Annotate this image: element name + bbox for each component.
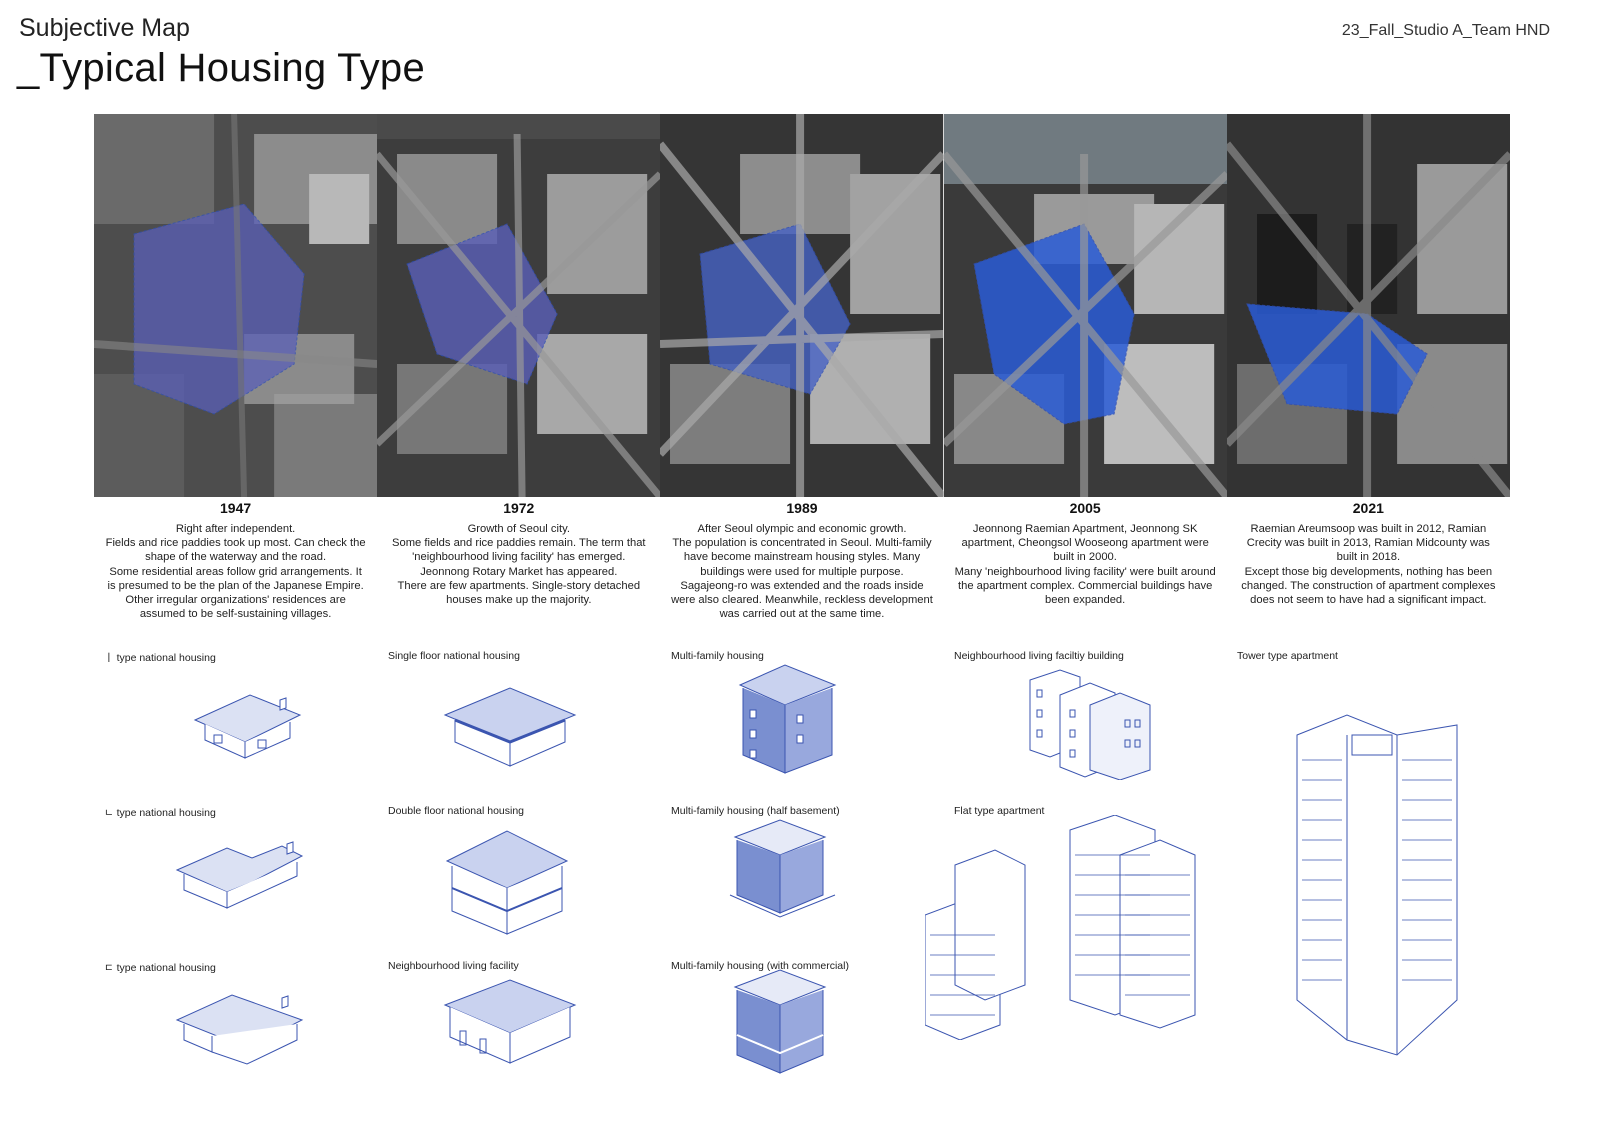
period-year: 1989 <box>786 500 818 516</box>
house-illustration-1972-a <box>440 680 580 770</box>
aerial-map-1989 <box>660 114 944 497</box>
period-2021: 2021 Raemian Areumsoop was built in 2012… <box>1227 500 1510 621</box>
aerial-map-2005 <box>943 114 1227 497</box>
housing-type-label: Multi-family housing <box>671 650 764 662</box>
period-description: Right after independent. Fields and rice… <box>105 523 366 621</box>
aerial-map-2021 <box>1226 114 1510 497</box>
house-illustration-1972-b <box>437 826 577 936</box>
housing-type-label: Neighbourhood living faciltiy building <box>954 650 1124 662</box>
housing-type-label: Neighbourhood living facility <box>388 960 519 972</box>
house-illustration-1972-c <box>440 975 580 1065</box>
housing-type-label: Multi-family housing (half basement) <box>671 805 840 817</box>
page-subtitle: Subjective Map <box>19 14 190 42</box>
team-label: 23_Fall_Studio A_Team HND <box>1341 22 1550 39</box>
housing-type-label: Flat type apartment <box>954 805 1045 817</box>
aerial-map-1947 <box>94 114 378 497</box>
period-2005: 2005 Jeonnong Raemian Apartment, Jeonnon… <box>944 500 1227 621</box>
aerial-map-1972 <box>377 114 661 497</box>
house-illustration-1989-c <box>725 965 840 1075</box>
housing-type-label: Single floor national housing <box>388 650 520 662</box>
period-1989: 1989 After Seoul olympic and economic gr… <box>660 500 943 621</box>
house-illustration-1989-a <box>735 660 840 775</box>
house-illustration-1989-b <box>725 815 840 920</box>
period-description: Jeonnong Raemian Apartment, Jeonnong SK … <box>954 523 1216 607</box>
period-year: 1947 <box>220 500 252 516</box>
house-illustration-1947-a <box>190 680 305 760</box>
period-year: 2005 <box>1069 500 1101 516</box>
building-illustration-2005-b <box>925 815 1200 1040</box>
period-year: 1972 <box>503 500 535 516</box>
period-1947: 1947 Right after independent. Fields and… <box>94 500 377 621</box>
housing-type-label: ㄴ type national housing <box>104 807 216 819</box>
period-description: Raemian Areumsoop was built in 2012, Ram… <box>1241 523 1496 607</box>
building-illustration-2021-a <box>1292 710 1462 1060</box>
period-year: 2021 <box>1352 500 1384 516</box>
housing-type-label: ㄷ type national housing <box>104 962 216 974</box>
period-description: Growth of Seoul city. Some fields and ri… <box>392 523 646 607</box>
page-title: _Typical Housing Type <box>17 46 426 90</box>
housing-type-label: Multi-family housing (with commercial) <box>671 960 849 972</box>
building-illustration-2005-a <box>1025 665 1155 780</box>
housing-type-label: ㅣ type national housing <box>104 652 216 664</box>
aerial-map-strip <box>94 114 1510 497</box>
period-description: After Seoul olympic and economic growth.… <box>671 523 933 621</box>
housing-type-label: Double floor national housing <box>388 805 525 817</box>
period-descriptions: 1947 Right after independent. Fields and… <box>94 500 1510 621</box>
house-illustration-1947-b <box>172 830 307 910</box>
housing-type-label: Tower type apartment <box>1237 650 1338 662</box>
house-illustration-1947-c <box>172 980 307 1065</box>
period-1972: 1972 Growth of Seoul city. Some fields a… <box>377 500 660 621</box>
